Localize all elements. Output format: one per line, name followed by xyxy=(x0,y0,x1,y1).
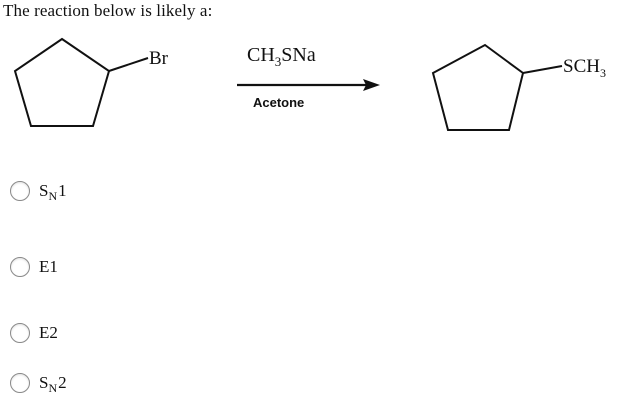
reactant-c-br-bond xyxy=(108,57,149,72)
radio-button[interactable] xyxy=(10,373,30,393)
reaction-arrow xyxy=(237,79,380,91)
product-subscript: 3 xyxy=(600,66,606,80)
solvent-label: Acetone xyxy=(253,95,304,110)
reagent-prefix: CH xyxy=(247,44,275,66)
product-cyclopentane-ring xyxy=(431,43,525,131)
reactant-cyclopentane-ring xyxy=(13,37,111,127)
option-label: E1 xyxy=(39,257,58,276)
radio-button[interactable] xyxy=(10,257,30,277)
option-label: E2 xyxy=(39,323,58,342)
radio-button[interactable] xyxy=(10,181,30,201)
product-substituent-label: SCH3 xyxy=(563,56,606,80)
radio-button[interactable] xyxy=(10,323,30,343)
product-c-s-bond xyxy=(522,65,563,74)
option-e1[interactable]: E1 xyxy=(10,254,58,280)
product-prefix: SCH xyxy=(563,56,600,77)
reagent-subscript: 3 xyxy=(275,54,282,69)
reagent-label: CH3SNa xyxy=(247,44,316,69)
option-e2[interactable]: E2 xyxy=(10,320,58,346)
reactant-substituent-label: Br xyxy=(149,48,169,69)
reagent-suffix: SNa xyxy=(281,44,316,66)
question-text: The reaction below is likely a: xyxy=(3,1,213,20)
